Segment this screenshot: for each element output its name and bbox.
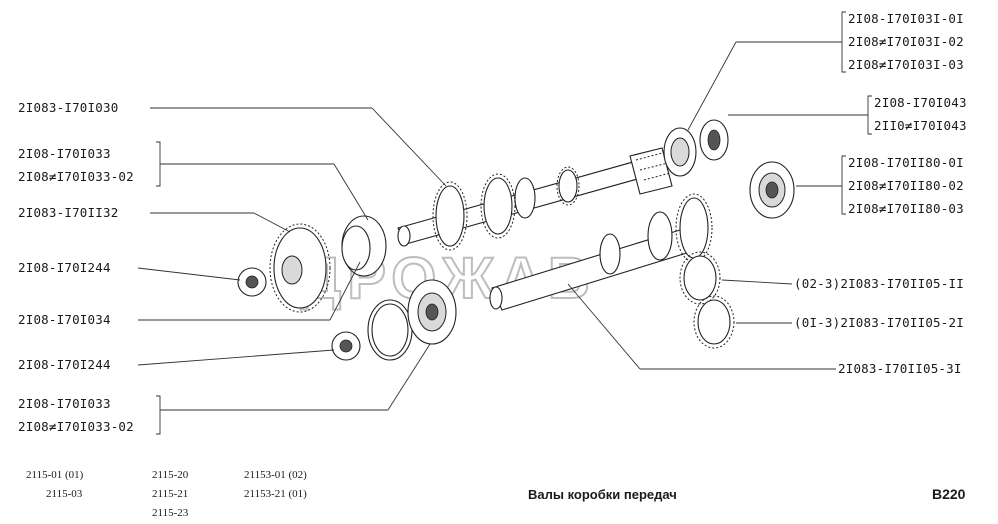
top-right-part-labels: 2I08-I70I03I-0I 2I08≠I70I03I-02 2I08≠I70… — [848, 11, 964, 72]
part-label: 2I08-I70I043 — [874, 95, 967, 110]
leader-lines — [137, 11, 872, 435]
model-code: 21153-01 (02) — [244, 469, 307, 481]
bearing2-part-labels: 2I08-I70II80-0I 2I08≠I70II80-02 2I08≠I70… — [848, 155, 964, 216]
model-applicability: 2115-01 (01) 2115-03 2115-20 2115-21 211… — [26, 469, 307, 519]
part-label-ring: 2I08-I70I034 — [18, 312, 111, 327]
left-group-2-labels: 2I08-I70I033 2I08≠I70I033-02 — [18, 396, 134, 434]
part-label-nut: 2I08-I70I244 — [18, 260, 111, 275]
part-label: 2I08≠I70II80-03 — [848, 201, 964, 216]
part-label-nut: 2I08-I70I244 — [18, 357, 111, 372]
part-label: 2I08≠I70II80-02 — [848, 178, 964, 193]
model-code: 2115-23 — [152, 507, 189, 519]
part-label-output-shaft: (0I-3)2I083-I70II05-2I — [794, 315, 964, 330]
part-label-output-shaft: (02-3)2I083-I70II05-II — [794, 276, 964, 291]
part-label-input-shaft: 2I083-I70I030 — [18, 100, 118, 115]
part-label: 2I08-I70I03I-0I — [848, 11, 964, 26]
part-label: 2II0≠I70I043 — [874, 118, 967, 133]
model-code: 21153-21 (01) — [244, 488, 307, 500]
part-label: 2I08≠I70I03I-03 — [848, 57, 964, 72]
part-label-output-shaft: 2I083-I70II05-3I — [838, 361, 962, 376]
diagram-caption: Валы коробки передач — [528, 487, 677, 502]
part-label: 2I08-I70I033 — [18, 396, 111, 411]
part-label: 2I08-I70I033 — [18, 146, 111, 161]
model-code: 2115-01 (01) — [26, 469, 84, 481]
left-parts-drawing — [237, 215, 457, 361]
model-code: 2115-21 — [152, 488, 188, 500]
model-code: 2115-03 — [46, 488, 83, 500]
left-group-1-labels: 2I08-I70I033 2I08≠I70I033-02 — [18, 146, 134, 184]
bearing-part-labels: 2I08-I70I043 2II0≠I70I043 — [874, 95, 967, 133]
part-label: 2I08-I70II80-0I — [848, 155, 964, 170]
page-code: B220 — [932, 486, 966, 502]
input-shaft-drawing — [397, 147, 673, 251]
model-code: 2115-20 — [152, 469, 189, 481]
part-label: 2I08≠I70I03I-02 — [848, 34, 964, 49]
part-label: 2I08≠I70I033-02 — [18, 169, 134, 184]
part-label-gear: 2I083-I70II32 — [18, 205, 118, 220]
bearing-drawings — [663, 119, 795, 219]
output-shaft-drawing — [489, 193, 735, 349]
part-label: 2I08≠I70I033-02 — [18, 419, 134, 434]
